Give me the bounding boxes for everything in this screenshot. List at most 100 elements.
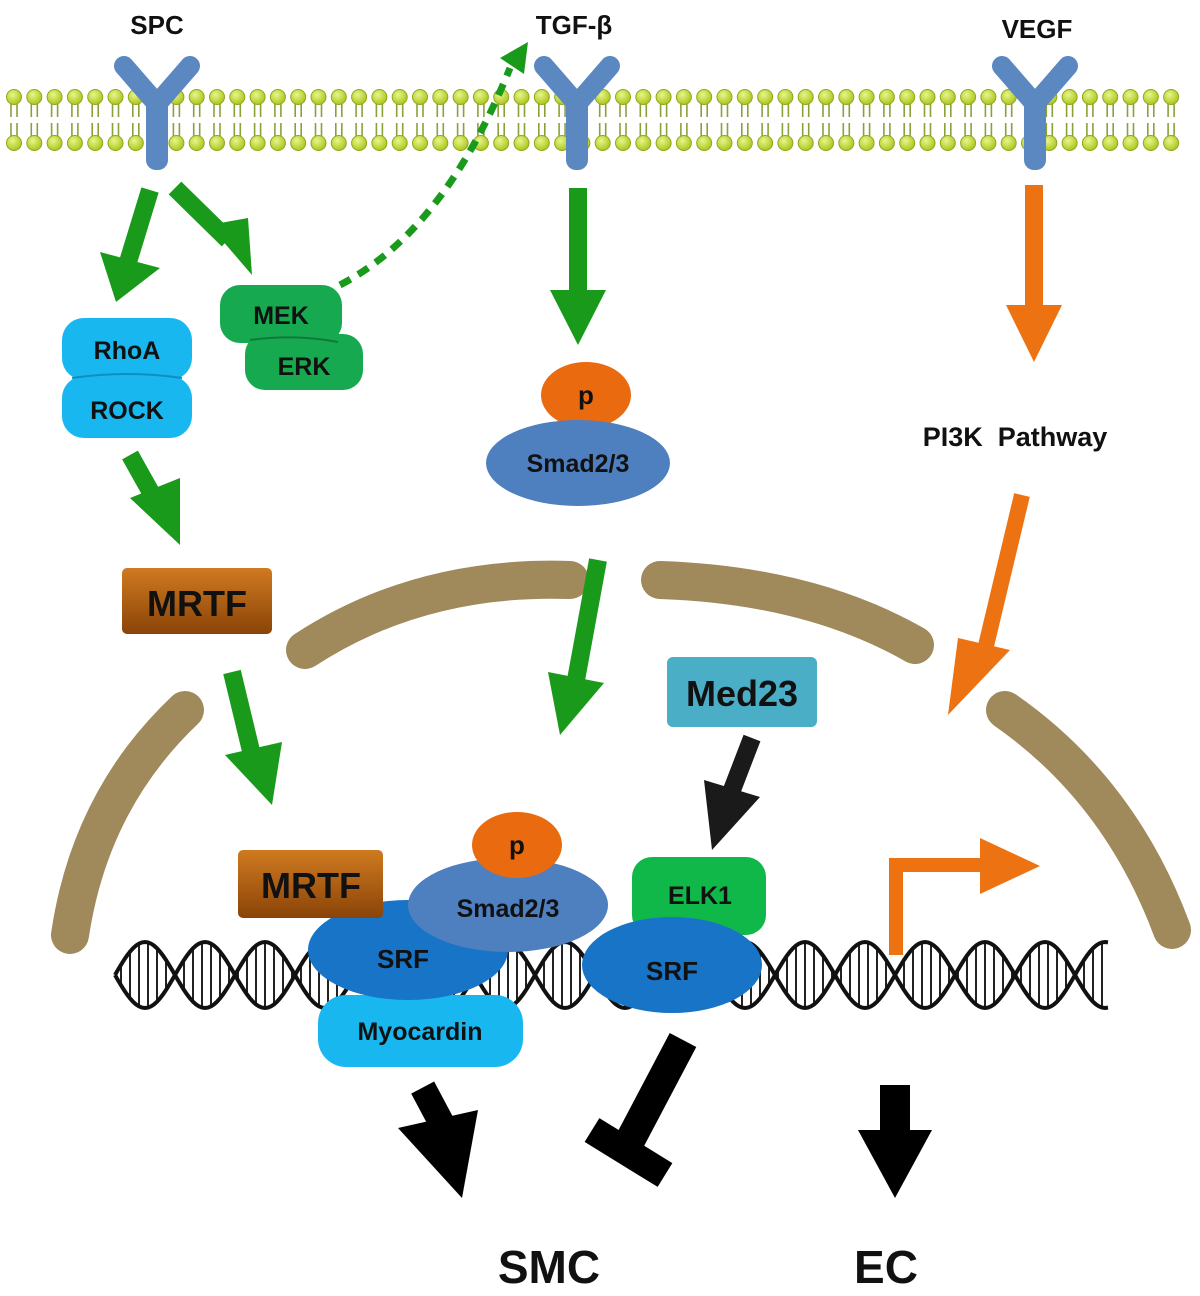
rock-box (62, 376, 192, 438)
lipid-head (66, 89, 83, 105)
lipid-head (432, 135, 449, 151)
lipid-head (229, 89, 246, 105)
ec-label: EC (854, 1241, 918, 1293)
arrow-smad-to-nucleus (548, 558, 607, 735)
lipid-head (168, 135, 185, 151)
lipid-head (818, 135, 834, 151)
lipid-head (919, 135, 936, 151)
lipid-head (533, 135, 550, 151)
spc-receptor (114, 56, 200, 170)
lipid-head (1081, 135, 1098, 151)
lipid-head (330, 135, 347, 151)
lipid-head (269, 135, 286, 151)
lipid-head (1102, 135, 1119, 151)
smad-nucleus-label: Smad2/3 (457, 895, 560, 923)
arrow-to-smc (398, 1081, 478, 1198)
lipid-head (1000, 135, 1017, 151)
rhoa-box (62, 318, 192, 380)
elk1-label: ELK1 (668, 882, 732, 910)
arrow-tgfb-to-smad (550, 188, 606, 345)
lipid-head (777, 135, 794, 151)
lipid-head (980, 135, 997, 151)
phosphate-circle (541, 362, 631, 428)
elk1-box (632, 857, 766, 935)
lipid-head (290, 135, 307, 151)
lipid-head (1163, 135, 1180, 151)
mrtf-cytoplasm-label: MRTF (147, 583, 247, 624)
lipid-head (371, 89, 388, 105)
lipid-head (635, 135, 652, 151)
lipid-head (188, 89, 205, 105)
smc-label: SMC (498, 1241, 600, 1293)
vegf-receptor (992, 56, 1078, 170)
dashed-arrowhead (500, 42, 528, 74)
lipid-head (249, 89, 266, 105)
lipid-head (87, 135, 104, 151)
myocardin-label: Myocardin (357, 1018, 482, 1046)
lipid-head (1122, 89, 1139, 105)
lipid-head (452, 135, 469, 151)
lipid-head (26, 89, 43, 105)
lipid-head (412, 135, 428, 151)
nuclear-envelope-segment (286, 560, 589, 669)
lipid-head (1061, 89, 1078, 105)
phosphate-nucleus-label: p (509, 830, 525, 860)
lipid-head (675, 89, 692, 105)
inhibition-to-smc (584, 1033, 697, 1187)
lipid-head (696, 135, 713, 151)
lipid-head (432, 89, 449, 105)
arrow-vegf-to-pi3k (1006, 185, 1062, 362)
phospho-smad-complex-cytoplasm (486, 362, 670, 506)
lipid-head (310, 135, 327, 151)
lipid-head (107, 135, 124, 151)
lipid-head (209, 135, 225, 151)
smad-label: Smad2/3 (527, 450, 630, 478)
mrtf-nucleus-label: MRTF (261, 865, 361, 906)
phosphate-nucleus-circle (472, 812, 562, 878)
lipid-head (513, 135, 530, 151)
lipid-head (716, 135, 733, 151)
lipid-head (513, 89, 530, 105)
nuclear-envelope-segment (986, 691, 1191, 949)
lipid-head (615, 135, 631, 151)
mek-erk-complex (220, 285, 363, 390)
lipid-head (269, 89, 286, 105)
erk-box (245, 334, 363, 390)
srf-right-label: SRF (646, 956, 698, 986)
tgfb-receptor (534, 56, 620, 170)
srf-left-label: SRF (377, 944, 429, 974)
lipid-head (351, 135, 368, 151)
lipid-head (838, 135, 855, 151)
lipid-head (899, 89, 916, 105)
med23-label: Med23 (686, 673, 798, 714)
nuclear-envelope-segment (51, 691, 204, 954)
tgfb-label: TGF-β (536, 10, 613, 40)
med23-box (667, 657, 817, 727)
lipid-head (919, 89, 936, 105)
lipid-head (249, 135, 266, 151)
lipid-head (878, 89, 895, 105)
lipid-head (838, 89, 855, 105)
vegf-label: VEGF (1002, 14, 1073, 44)
lipid-head (87, 89, 104, 105)
lipid-head (1102, 89, 1119, 105)
arrow-spc-to-rhoa (100, 187, 160, 302)
lipid-head (757, 89, 774, 105)
lipid-head (188, 135, 205, 151)
lipid-head (797, 89, 814, 105)
lipid-head (209, 89, 225, 105)
erk-label: ERK (278, 353, 331, 381)
lipid-head (391, 89, 408, 105)
lipid-head (46, 89, 63, 105)
pi3k-pathway-label: PI3K Pathway (923, 422, 1108, 452)
lipid-head (878, 135, 895, 151)
nuclear-envelope (51, 560, 1191, 954)
lipid-head (939, 135, 956, 151)
lipid-head (960, 89, 977, 105)
lipid-head (899, 135, 916, 151)
spc-label: SPC (130, 10, 184, 40)
mrtf-cytoplasm-box (122, 568, 272, 634)
lipid-head (472, 89, 489, 105)
smad-nucleus-ellipse (408, 858, 608, 952)
